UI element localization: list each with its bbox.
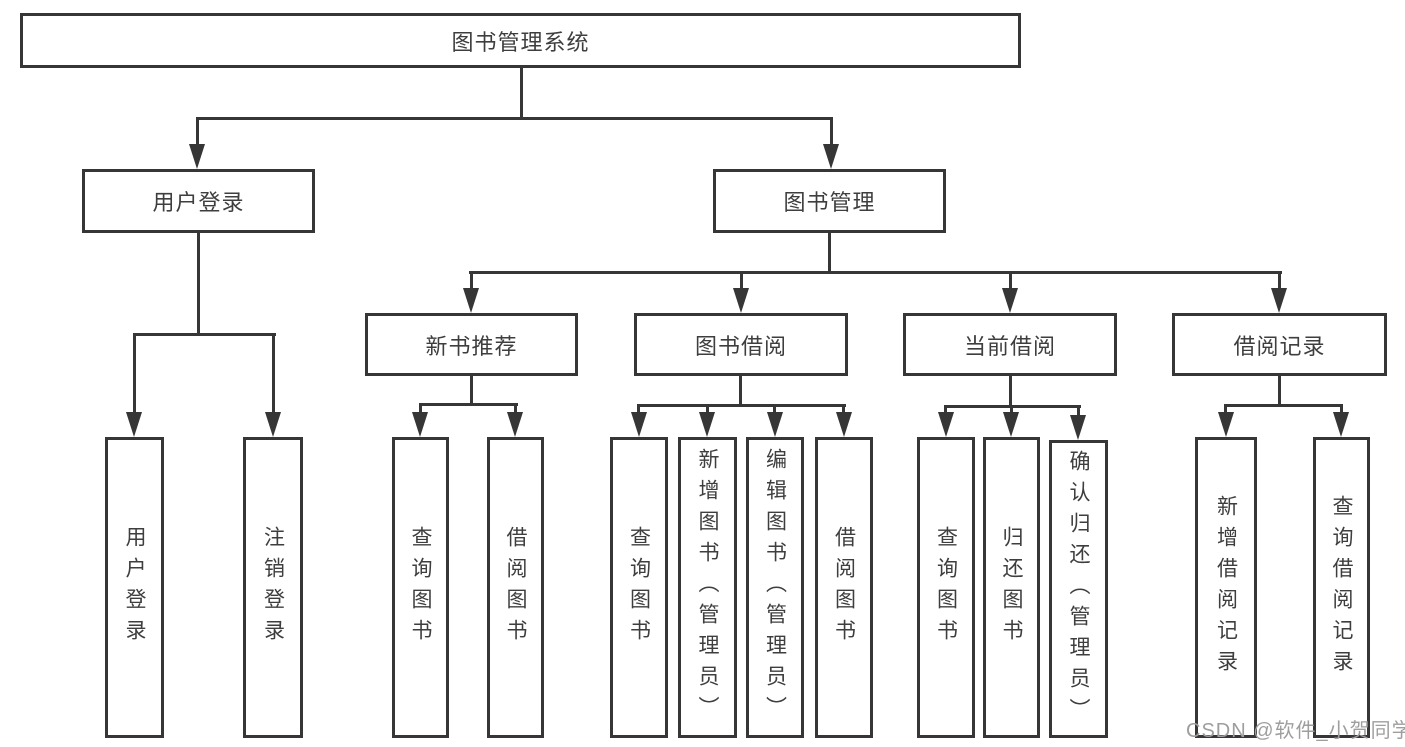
node-book-borrow: 图书借阅 — [634, 313, 848, 376]
connector-drop-new-book — [470, 271, 473, 291]
node-new-book-recommend: 新书推荐 — [365, 313, 578, 376]
leaf-user-login: 用户登录 — [105, 437, 164, 738]
connector-drop-book-management — [830, 117, 833, 149]
connector-drop-leaf — [272, 333, 275, 413]
connector-drop-leaf — [1077, 405, 1080, 417]
connector-user-bus — [133, 333, 276, 336]
leaf-add-book-admin: 新增图书（管理员） — [678, 437, 737, 738]
arrow-down-icon — [412, 412, 428, 437]
arrow-down-icon — [1003, 412, 1019, 437]
connector-groupA-bus — [419, 403, 518, 406]
arrow-down-icon — [767, 412, 783, 437]
leaf-return-book: 归还图书 — [983, 437, 1040, 738]
connector-groupD-bus — [1224, 404, 1343, 407]
connector-groupC-stem — [1009, 375, 1012, 408]
connector-book-stem — [828, 232, 831, 273]
leaf-borrow-books: 借阅图书 — [815, 437, 873, 738]
arrow-down-icon — [733, 288, 749, 313]
connector-drop-leaf — [133, 333, 136, 413]
arrow-down-icon — [126, 412, 142, 437]
connector-level3-bus — [469, 271, 1282, 274]
connector-groupB-stem — [739, 375, 742, 407]
node-user-login: 用户登录 — [82, 169, 315, 233]
leaf-logout: 注销登录 — [243, 437, 303, 738]
arrow-down-icon — [265, 412, 281, 437]
connector-drop-leaf — [637, 404, 640, 414]
node-book-management: 图书管理 — [713, 169, 946, 233]
connector-drop-book-borrow — [740, 271, 743, 291]
connector-level1-bus — [196, 117, 833, 120]
leaf-query-books-current: 查询图书 — [917, 437, 975, 738]
connector-drop-leaf — [1224, 404, 1227, 414]
connector-drop-current-borrow — [1009, 271, 1012, 291]
connector-drop-leaf — [1340, 404, 1343, 414]
arrow-down-icon — [823, 144, 839, 169]
connector-drop-leaf — [706, 404, 709, 414]
csdn-watermark: CSDN @软件_小贺同学 — [1186, 720, 1405, 742]
leaf-confirm-return-admin: 确认归还（管理员） — [1049, 440, 1108, 738]
arrow-down-icon — [1271, 288, 1287, 313]
connector-groupA-stem — [470, 375, 473, 406]
arrow-down-icon — [836, 412, 852, 437]
connector-drop-leaf — [1010, 405, 1013, 414]
connector-root-stem — [520, 67, 523, 118]
connector-groupB-bus — [637, 404, 846, 407]
arrow-down-icon — [1070, 415, 1086, 440]
node-borrow-records: 借阅记录 — [1172, 313, 1387, 376]
arrow-down-icon — [699, 412, 715, 437]
arrow-down-icon — [938, 412, 954, 437]
arrow-down-icon — [507, 412, 523, 437]
connector-drop-leaf — [842, 404, 845, 414]
connector-user-stem — [197, 232, 200, 335]
arrow-down-icon — [463, 288, 479, 313]
arrow-down-icon — [1218, 412, 1234, 437]
leaf-query-books-borrow: 查询图书 — [610, 437, 668, 738]
connector-drop-leaf — [419, 403, 422, 413]
arrow-down-icon — [189, 144, 205, 169]
leaf-add-borrow-record: 新增借阅记录 — [1195, 437, 1257, 738]
connector-drop-leaf — [514, 403, 517, 413]
leaf-edit-book-admin: 编辑图书（管理员） — [746, 437, 804, 738]
leaf-borrow-books-recommend: 借阅图书 — [487, 437, 544, 738]
arrow-down-icon — [1002, 288, 1018, 313]
connector-drop-borrow-records — [1278, 271, 1281, 291]
leaf-query-books-recommend: 查询图书 — [392, 437, 449, 738]
node-library-system: 图书管理系统 — [20, 13, 1021, 68]
connector-drop-leaf — [944, 405, 947, 414]
leaf-query-borrow-record: 查询借阅记录 — [1313, 437, 1370, 738]
arrow-down-icon — [1333, 412, 1349, 437]
connector-drop-user-login — [196, 117, 199, 149]
node-current-borrow: 当前借阅 — [903, 313, 1117, 376]
connector-groupD-stem — [1278, 375, 1281, 407]
connector-drop-leaf — [773, 404, 776, 414]
arrow-down-icon — [631, 412, 647, 437]
